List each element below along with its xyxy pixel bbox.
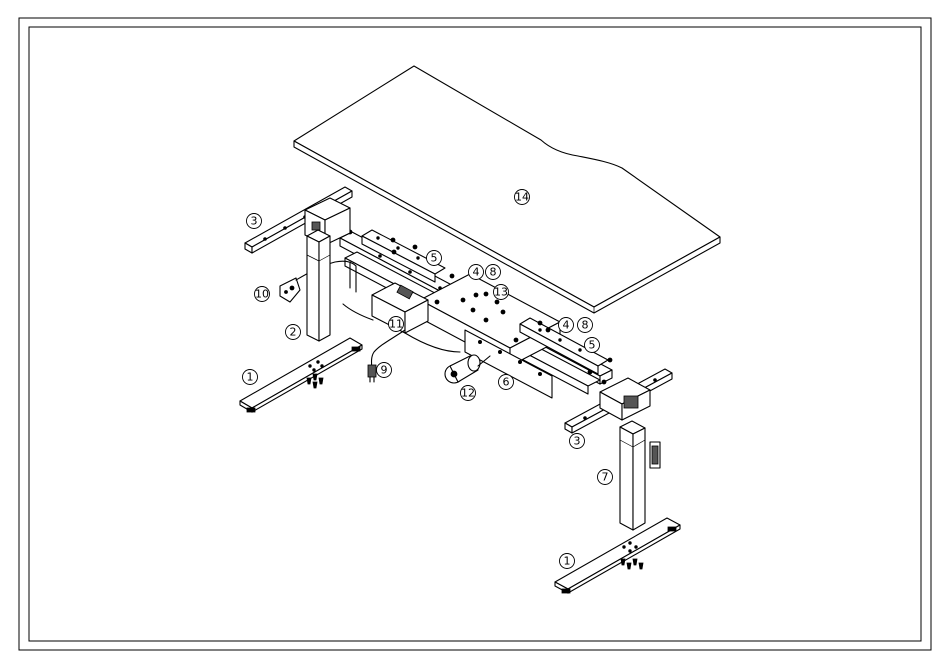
- svg-text:13: 13: [494, 286, 508, 299]
- svg-text:10: 10: [255, 288, 269, 301]
- callout-11: 11: [389, 317, 404, 332]
- callout-5-right: 5: [585, 338, 600, 353]
- callout-6: 6: [499, 375, 514, 390]
- svg-text:3: 3: [574, 435, 581, 448]
- svg-text:4: 4: [473, 266, 480, 279]
- callout-9: 9: [377, 363, 392, 378]
- callout-8-right: 8: [578, 318, 593, 333]
- svg-text:14: 14: [515, 191, 529, 204]
- callout-4-top: 4: [469, 265, 484, 280]
- svg-text:5: 5: [431, 252, 438, 265]
- svg-text:12: 12: [461, 387, 475, 400]
- callout-12: 12: [461, 386, 476, 401]
- callout-8-top: 8: [486, 265, 501, 280]
- callout-13: 13: [494, 285, 509, 300]
- callout-14: 14: [515, 190, 530, 205]
- callout-4-right: 4: [559, 318, 574, 333]
- svg-text:4: 4: [563, 319, 570, 332]
- svg-text:1: 1: [564, 555, 571, 568]
- callout-5-left: 5: [427, 251, 442, 266]
- svg-text:11: 11: [389, 318, 403, 331]
- svg-text:7: 7: [602, 471, 609, 484]
- callout-7: 7: [598, 470, 613, 485]
- callout-2: 2: [286, 325, 301, 340]
- svg-text:9: 9: [381, 364, 388, 377]
- callout-1-left: 1: [243, 370, 258, 385]
- svg-text:8: 8: [582, 319, 589, 332]
- svg-text:5: 5: [589, 339, 596, 352]
- callout-10: 10: [255, 287, 270, 302]
- svg-text:1: 1: [247, 371, 254, 384]
- callout-1-right: 1: [560, 554, 575, 569]
- svg-text:8: 8: [490, 266, 497, 279]
- svg-text:3: 3: [251, 215, 258, 228]
- svg-text:6: 6: [503, 376, 510, 389]
- desktop-panel: [294, 66, 720, 313]
- callout-3-left: 3: [247, 214, 262, 229]
- svg-text:2: 2: [290, 326, 297, 339]
- callout-3-right: 3: [570, 434, 585, 449]
